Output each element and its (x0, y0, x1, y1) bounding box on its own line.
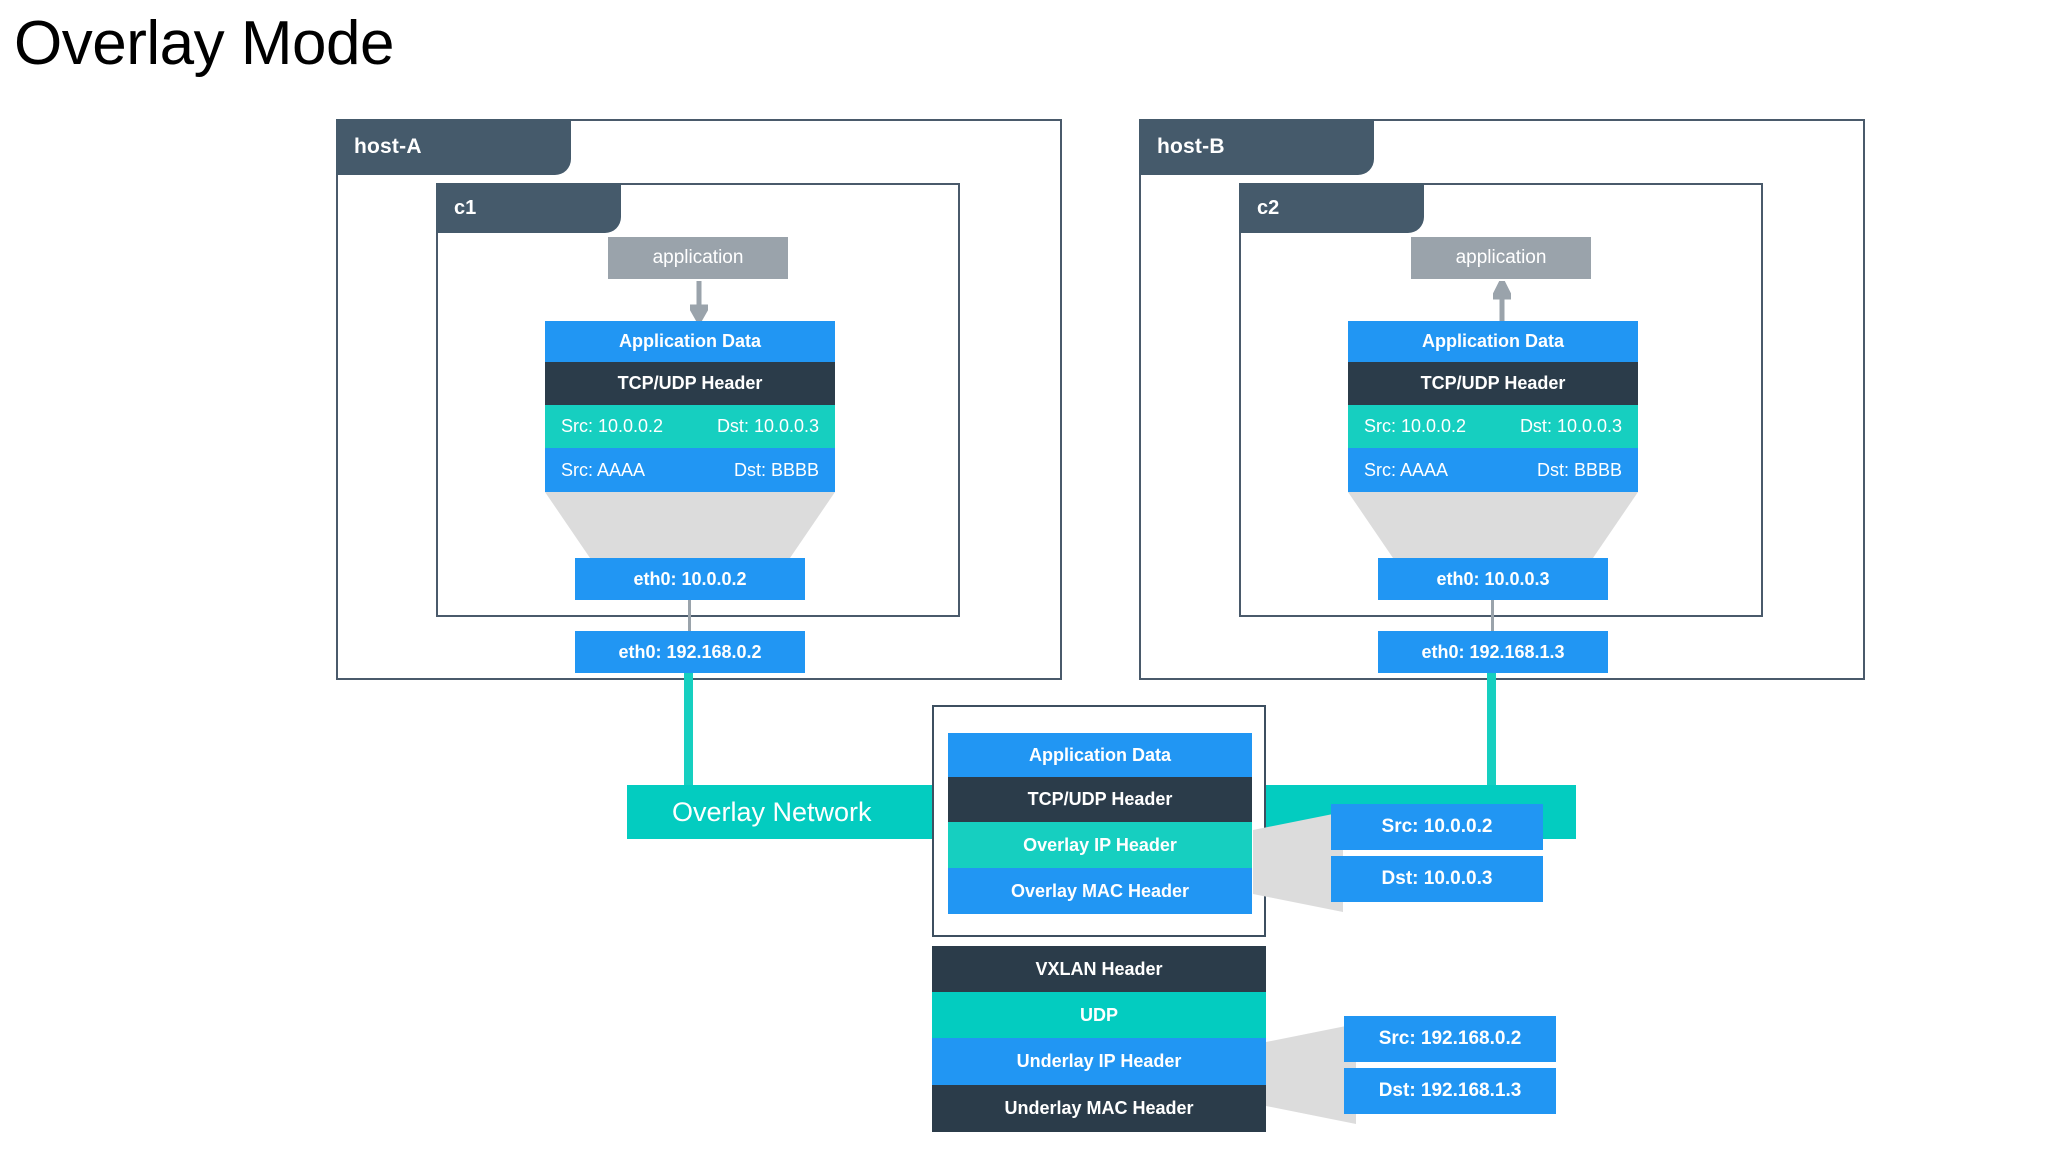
packet-layer-tcp-udp-c2: TCP/UDP Header (1348, 362, 1638, 405)
application-box-c2: application (1411, 237, 1591, 279)
container-c2-label: c2 (1257, 196, 1280, 219)
host-a-label: host-A (354, 135, 422, 158)
layer-label: Underlay IP Header (1016, 1051, 1182, 1071)
outer-layer-underlay-mac-header: Underlay MAC Header (932, 1085, 1266, 1132)
host-b-tab: host-B (1139, 119, 1374, 175)
overlay-network-label: Overlay Network (672, 797, 872, 827)
layer-dst: Dst: BBBB (1536, 459, 1622, 480)
layer-label: UDP (1079, 1004, 1118, 1025)
container-c1-label: c1 (454, 196, 477, 219)
layer-src: Src: 10.0.0.2 (561, 416, 664, 436)
host-b-label: host-B (1157, 135, 1225, 158)
flow-arrow-up-icon (1493, 281, 1511, 323)
layer-dst: Dst: BBBB (733, 459, 819, 480)
eth0-interface-c2: eth0: 10.0.0.3 (1378, 558, 1608, 600)
eth0-label-host-b: eth0: 192.168.1.3 (1421, 641, 1565, 662)
eth0-interface-c1: eth0: 10.0.0.2 (575, 558, 805, 600)
callout-underlay-dst: Dst: 192.168.1.3 (1344, 1068, 1556, 1114)
packet-layer-application-data-c1: Application Data (545, 321, 835, 362)
packet-layer-overlay-mac-c1: Src: AAAA Dst: BBBB (545, 448, 835, 492)
layer-dst: Dst: 10.0.0.3 (1519, 416, 1622, 436)
center-layer-tcp-udp-header: TCP/UDP Header (948, 777, 1252, 822)
callout-underlay-dst-label: Dst: 192.168.1.3 (1378, 1080, 1522, 1101)
layer-dst: Dst: 10.0.0.3 (716, 416, 819, 436)
layer-src: Src: AAAA (1364, 459, 1449, 480)
overlay-connector-host-b (1487, 673, 1496, 793)
container-c2-tab: c2 (1239, 183, 1424, 233)
packet-layer-tcp-udp-c1: TCP/UDP Header (545, 362, 835, 405)
packet-layer-application-data-c2: Application Data (1348, 321, 1638, 362)
application-label-c2: application (1455, 247, 1547, 268)
layer-label: Application Data (1421, 331, 1564, 351)
callout-wedge-overlay-ip (1253, 812, 1343, 912)
container-c1-tab: c1 (436, 183, 621, 233)
application-label-c1: application (652, 247, 744, 268)
outer-layer-vxlan-header: VXLAN Header (932, 946, 1266, 992)
layer-label: VXLAN Header (1035, 958, 1163, 979)
layer-label: Underlay MAC Header (1004, 1098, 1194, 1118)
layer-src: Src: AAAA (561, 459, 646, 480)
overlay-connector-host-a (684, 673, 693, 793)
callout-overlay-dst: Dst: 10.0.0.3 (1331, 856, 1543, 902)
callout-overlay-dst-label: Dst: 10.0.0.3 (1381, 868, 1493, 889)
packet-layer-overlay-ip-c2: Src: 10.0.0.2 Dst: 10.0.0.3 (1348, 405, 1638, 448)
eth0-label-c1: eth0: 10.0.0.2 (633, 568, 747, 589)
eth0-label-c2: eth0: 10.0.0.3 (1436, 568, 1550, 589)
layer-label: TCP/UDP Header (1027, 789, 1173, 809)
connector-c1-to-host-a (688, 600, 691, 631)
funnel-shape-c2 (1348, 492, 1638, 558)
eth0-label-host-a: eth0: 192.168.0.2 (618, 641, 762, 662)
outer-layer-udp: UDP (932, 992, 1266, 1038)
callout-underlay-src-label: Src: 192.168.0.2 (1378, 1028, 1522, 1049)
layer-label: TCP/UDP Header (1420, 373, 1566, 393)
callout-underlay-src: Src: 192.168.0.2 (1344, 1016, 1556, 1062)
outer-layer-underlay-ip-header: Underlay IP Header (932, 1038, 1266, 1085)
layer-label: Overlay MAC Header (1010, 880, 1190, 901)
page-title: Overlay Mode (14, 9, 394, 78)
flow-arrow-down-icon (690, 281, 708, 323)
center-layer-overlay-mac-header: Overlay MAC Header (948, 868, 1252, 914)
center-layer-application-data: Application Data (948, 733, 1252, 777)
layer-label: Overlay IP Header (1023, 834, 1177, 855)
host-a-tab: host-A (336, 119, 571, 175)
eth0-interface-host-b: eth0: 192.168.1.3 (1378, 631, 1608, 673)
callout-overlay-src: Src: 10.0.0.2 (1331, 804, 1543, 850)
funnel-shape-c1 (545, 492, 835, 558)
packet-layer-overlay-ip-c1: Src: 10.0.0.2 Dst: 10.0.0.3 (545, 405, 835, 448)
packet-layer-overlay-mac-c2: Src: AAAA Dst: BBBB (1348, 448, 1638, 492)
callout-overlay-src-label: Src: 10.0.0.2 (1381, 816, 1493, 837)
center-layer-overlay-ip-header: Overlay IP Header (948, 822, 1252, 868)
connector-c2-to-host-b (1491, 600, 1494, 631)
eth0-interface-host-a: eth0: 192.168.0.2 (575, 631, 805, 673)
layer-label: Application Data (1028, 744, 1171, 765)
application-box-c1: application (608, 237, 788, 279)
layer-label: Application Data (618, 331, 761, 351)
layer-src: Src: 10.0.0.2 (1364, 416, 1467, 436)
layer-label: TCP/UDP Header (617, 373, 763, 393)
callout-wedge-underlay-ip (1266, 1024, 1356, 1124)
